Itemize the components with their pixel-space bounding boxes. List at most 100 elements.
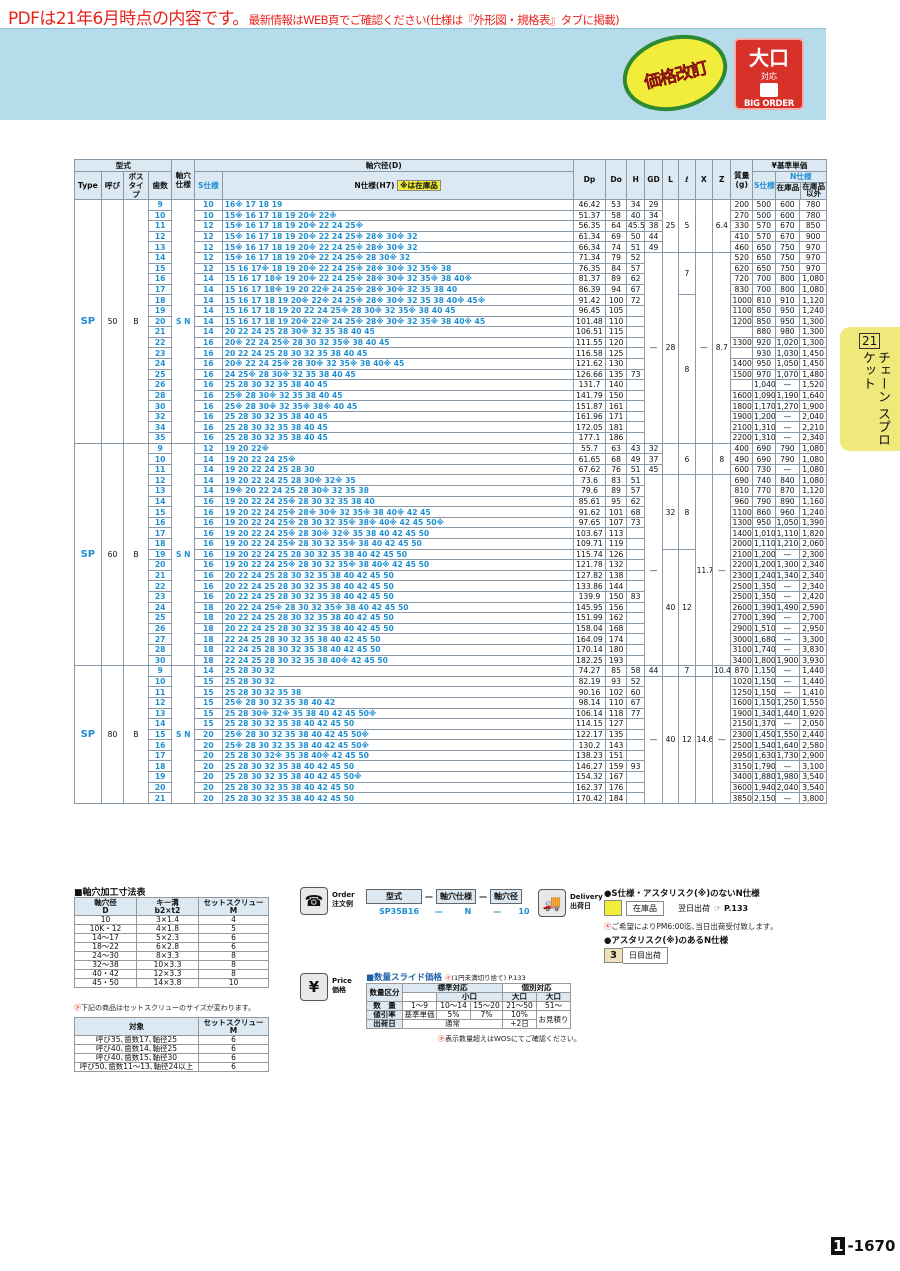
h-cell	[625, 315, 646, 328]
do-cell: 161	[605, 400, 627, 412]
bore-note: ㋖下記の商品はセットスクリューのサイズが変わります。	[74, 1004, 256, 1012]
teeth-cell: 23	[147, 590, 173, 603]
n-bore-cell: 25 28 30 32 35 38 40 45	[221, 410, 574, 423]
dp-cell: 161.96	[572, 410, 607, 423]
price-n-stock-cell: —	[774, 410, 801, 423]
dp-cell: 109.71	[572, 538, 607, 550]
price-s-cell: 1,150	[752, 696, 776, 709]
dp-cell: 162.37	[572, 781, 607, 794]
s-bore-cell: 16	[194, 379, 223, 391]
gd-cell: 34	[644, 209, 663, 222]
z-cell: —	[712, 675, 732, 804]
chapter-tab[interactable]: 21 チェーン スプロケット	[840, 327, 900, 451]
price-n-other-cell: 1,440	[799, 675, 827, 688]
price-n-other-cell: 1,240	[799, 304, 827, 317]
mass-cell: 1500	[730, 368, 754, 381]
gd-cell: 45	[644, 463, 663, 476]
teeth-cell: 30	[147, 400, 173, 412]
s-bore-cell: 12	[194, 442, 223, 455]
s-bore-cell: 18	[194, 654, 223, 667]
s-bore-cell: 15	[194, 718, 223, 730]
s-bore-cell: 18	[194, 601, 223, 614]
h-cell	[625, 580, 646, 592]
days-row: 3 日目出荷	[604, 947, 668, 964]
h-cell: 62	[625, 273, 646, 285]
price-s-cell: 1,940	[752, 781, 776, 794]
dp-cell: 96.45	[572, 304, 607, 317]
do-cell: 58	[605, 209, 627, 222]
price-n-stock-cell: 1,110	[774, 527, 801, 539]
price-s-cell: 1,390	[752, 612, 776, 624]
stock-row: 在庫品 翌日出荷 ☞ P.133	[604, 900, 748, 916]
price-n-other-cell: 1,820	[799, 527, 827, 539]
gd-cell: 29	[644, 199, 663, 211]
do-cell: 64	[605, 220, 627, 232]
price-s-cell: 950	[752, 516, 776, 529]
price-n-other-cell: 1,080	[799, 453, 827, 465]
price-n-other-cell: 970	[799, 241, 827, 253]
mass-cell: 2200	[730, 432, 754, 444]
dp-cell: 106.14	[572, 707, 607, 720]
s-bore-cell: 12	[194, 230, 223, 243]
teeth-cell: 14	[147, 495, 173, 508]
h-cell	[625, 527, 646, 539]
x-cell	[694, 199, 714, 253]
n-bore-cell: 25 28 30 32 35 38 40 42 45 50	[221, 760, 574, 773]
dp-cell: 111.55	[572, 336, 607, 349]
n-bore-cell: 25 28 30 32 35 38	[221, 686, 574, 698]
dp-cell: 73.6	[572, 474, 607, 487]
n-bore-cell: 19 20 22 24 25※ 28 30 32 35※ 38 40 42 45…	[221, 538, 574, 550]
dp-cell: 98.14	[572, 696, 607, 709]
price-n-stock-cell: 840	[774, 474, 801, 487]
gd-cell: 32	[644, 442, 663, 455]
l-cell: 40	[661, 548, 680, 667]
do-cell: 119	[605, 538, 627, 550]
gd-cell: —	[644, 675, 663, 804]
price-n-stock-cell: 670	[774, 220, 801, 232]
n-bore-cell: 20※ 22 24 25※ 28 30※ 32 35※ 38 40※ 45	[221, 357, 574, 370]
price-n-other-cell: 3,300	[799, 633, 827, 645]
n-bore-cell: 19 20 22 24 25※ 28 30 32 35 38 40	[221, 495, 574, 508]
price-s-cell: 570	[752, 230, 776, 243]
do-cell: 127	[605, 718, 627, 730]
mass-cell: 1020	[730, 675, 754, 688]
mass-cell: 620	[730, 262, 754, 275]
gd-cell: 38	[644, 220, 663, 232]
n-bore-cell: 20 22 24 25 28 30 32 35 38 40 42 45 50	[221, 580, 574, 592]
do-cell: 150	[605, 389, 627, 402]
teeth-cell: 23	[147, 347, 173, 359]
price-n-other-cell: 1,300	[799, 336, 827, 349]
s-bore-cell: 16	[194, 548, 223, 561]
price-n-stock-cell: —	[774, 590, 801, 603]
teeth-cell: 32	[147, 410, 173, 423]
do-cell: 174	[605, 633, 627, 645]
teeth-cell: 19	[147, 548, 173, 561]
price-n-other-cell: 780	[799, 199, 827, 211]
price-s-cell: 850	[752, 315, 776, 328]
price-n-stock-cell: 750	[774, 241, 801, 253]
s-bore-cell: 18	[194, 612, 223, 624]
l-cell	[661, 665, 680, 677]
n-bore-cell: 25※ 28 30※ 32 35 38 40 45	[221, 389, 574, 402]
price-n-stock-cell: 870	[774, 485, 801, 497]
h-cell	[625, 559, 646, 571]
price-s-cell: 1,350	[752, 580, 776, 592]
screw-cell: 呼び40､歯数15､軸径30	[74, 1053, 199, 1063]
bore-cell: 10K・12	[74, 924, 137, 934]
dp-cell: 141.79	[572, 389, 607, 402]
do-cell: 110	[605, 315, 627, 328]
teeth-cell: 9	[147, 442, 173, 455]
teeth-cell: 34	[147, 421, 173, 434]
price-s-cell: 1,540	[752, 739, 776, 751]
dp-cell: 90.16	[572, 686, 607, 698]
price-s-cell: 690	[752, 442, 776, 455]
price-n-stock-cell: —	[774, 580, 801, 592]
n-bore-cell: 20 22 24 25※ 28 30 32 35※ 38 40 42 45 50	[221, 601, 574, 614]
